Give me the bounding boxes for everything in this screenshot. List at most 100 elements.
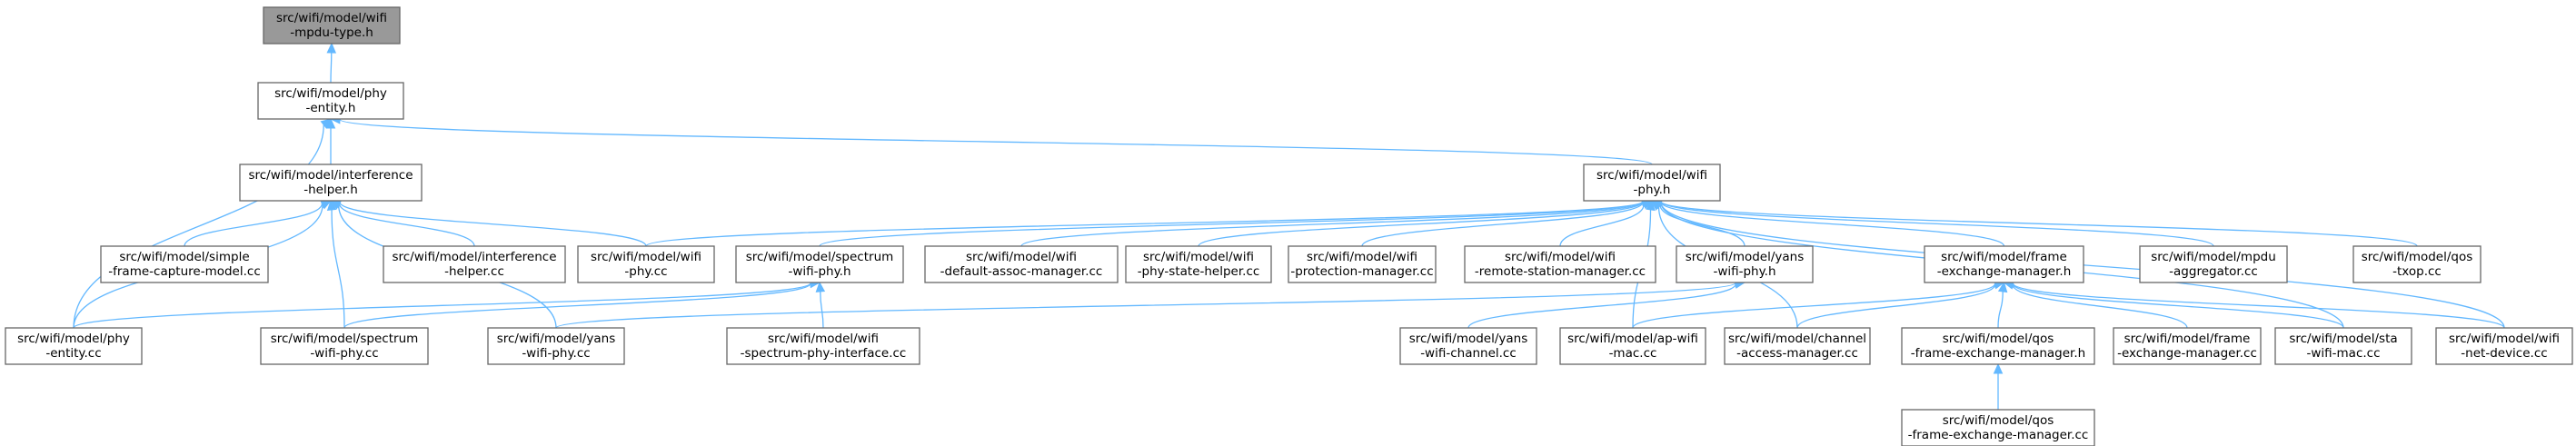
node-label-line: src/wifi/model/wifi — [768, 332, 879, 346]
dependency-edge — [819, 200, 1644, 247]
node-box — [726, 327, 920, 365]
node-label-line: src/wifi/model/frame — [2124, 332, 2251, 346]
edge-arrowhead — [1646, 199, 1656, 212]
graph-node-net-device[interactable]: src/wifi/model/wifi-net-device.cc — [2435, 327, 2573, 365]
graph-node-remote-station[interactable]: src/wifi/model/wifi-remote-station-manag… — [1464, 245, 1656, 283]
graph-node-spectrum-iface[interactable]: src/wifi/model/wifi-spectrum-phy-interfa… — [726, 327, 920, 365]
graph-node-qos-txop[interactable]: src/wifi/model/qos-txop.cc — [2352, 245, 2482, 283]
node-label-line: -aggregator.cc — [2169, 264, 2258, 279]
node-label-line: -wifi-channel.cc — [1420, 346, 1517, 361]
node-label-line: src/wifi/model/yans — [497, 332, 616, 346]
graph-node-default-assoc[interactable]: src/wifi/model/wifi-default-assoc-manage… — [924, 245, 1119, 283]
graph-node-wifi-phy-cc[interactable]: src/wifi/model/wifi-phy.cc — [577, 245, 715, 283]
edge-arrowhead — [1993, 362, 2004, 374]
dependency-edge — [1198, 201, 1644, 247]
node-label-line: src/wifi/model/wifi — [1143, 250, 1254, 264]
graph-node-fem-h[interactable]: src/wifi/model/frame-exchange-manager.h — [1924, 245, 2084, 283]
dependency-edge — [1660, 201, 2214, 247]
edge-arrowhead — [320, 118, 332, 129]
node-label-line: -wifi-phy.h — [1713, 264, 1775, 279]
node-label-line: src/wifi/model/wifi — [1505, 250, 1616, 264]
graph-node-interference-cc[interactable]: src/wifi/model/interference-helper.cc — [383, 245, 566, 283]
node-label-line: src/wifi/model/sta — [2289, 332, 2397, 346]
node-label-line: -default-assoc-manager.cc — [940, 264, 1103, 279]
graph-node-fem-cc[interactable]: src/wifi/model/frame-exchange-manager.cc — [2113, 327, 2262, 365]
graph-node-channel-access[interactable]: src/wifi/model/channel-access-manager.cc — [1724, 327, 1871, 365]
node-box — [735, 245, 904, 283]
node-label-line: -mac.cc — [1609, 346, 1657, 361]
graph-node-phy-state-helper[interactable]: src/wifi/model/wifi-phy-state-helper.cc — [1125, 245, 1272, 283]
node-label-line: src/wifi/model/interference — [248, 168, 413, 183]
dependency-edge — [645, 200, 1644, 247]
graph-node-root: src/wifi/model/wifi-mpdu-type.h — [263, 6, 401, 45]
dependency-edge — [339, 118, 1653, 165]
node-label-line: -entity.h — [306, 101, 356, 115]
graph-node-sta-wifi-mac[interactable]: src/wifi/model/sta-wifi-mac.cc — [2274, 327, 2412, 365]
node-label-line: src/wifi/model/frame — [1941, 250, 2067, 264]
node-label-line: src/wifi/model/spectrum — [746, 250, 894, 264]
graph-node-qos-fem-cc[interactable]: src/wifi/model/qos-frame-exchange-manage… — [1901, 409, 2095, 446]
node-box — [239, 164, 423, 202]
node-label-line: -frame-capture-model.cc — [108, 264, 261, 279]
graph-node-wifi-phy-h[interactable]: src/wifi/model/wifi-phy.h — [1583, 164, 1721, 202]
dependency-edge — [330, 52, 333, 84]
node-label-line: -phy.cc — [624, 264, 667, 279]
node-label-line: -net-device.cc — [2461, 346, 2547, 361]
graph-node-mpdu-agg[interactable]: src/wifi/model/mpdu-aggregator.cc — [2139, 245, 2288, 283]
node-box — [577, 245, 715, 283]
dependency-edge — [73, 124, 324, 329]
graph-node-qos-fem-h[interactable]: src/wifi/model/qos-frame-exchange-manage… — [1901, 327, 2095, 365]
dependency-edge — [1632, 282, 1996, 329]
node-box — [2274, 327, 2412, 365]
node-label-line: src/wifi/model/yans — [1409, 332, 1528, 346]
dependency-edge — [820, 291, 824, 329]
node-box — [263, 6, 401, 45]
node-box — [1901, 327, 2095, 365]
node-label-line: -frame-exchange-manager.h — [1911, 346, 2085, 361]
node-label-line: -helper.h — [303, 183, 358, 197]
node-box — [1583, 164, 1721, 202]
node-box — [1288, 245, 1437, 283]
node-box — [100, 245, 269, 283]
node-label-line: src/wifi/model/yans — [1686, 250, 1805, 264]
graph-node-simple-frame[interactable]: src/wifi/model/simple-frame-capture-mode… — [100, 245, 269, 283]
graph-node-protection-mgr[interactable]: src/wifi/model/wifi-protection-manager.c… — [1288, 245, 1437, 283]
edge-arrowhead — [326, 199, 337, 212]
node-box — [1559, 327, 1706, 365]
dependency-edge — [2012, 283, 2344, 329]
node-label-line: src/wifi/model/phy — [274, 86, 387, 101]
node-label-line: -mpdu-type.h — [290, 25, 373, 40]
graph-node-spectrum-cc[interactable]: src/wifi/model/spectrum-wifi-phy.cc — [260, 327, 429, 365]
node-box — [1724, 327, 1871, 365]
node-label-line: -phy.h — [1634, 183, 1671, 197]
node-label-line: -phy-state-helper.cc — [1138, 264, 1260, 279]
dependency-edge — [2012, 282, 2505, 329]
node-label-line: src/wifi/model/wifi — [966, 250, 1077, 264]
graph-node-yans-channel[interactable]: src/wifi/model/yans-wifi-channel.cc — [1399, 327, 1537, 365]
node-label-line: -wifi-phy.cc — [522, 346, 590, 361]
graph-node-yans-cc[interactable]: src/wifi/model/yans-wifi-phy.cc — [487, 327, 625, 365]
node-box — [487, 327, 625, 365]
node-label-line: -exchange-manager.cc — [2117, 346, 2257, 361]
graph-node-interference-h[interactable]: src/wifi/model/interference-helper.h — [239, 164, 423, 202]
node-box — [1125, 245, 1272, 283]
graph-node-phy-entity-cc[interactable]: src/wifi/model/phy-entity.cc — [5, 327, 143, 365]
graph-node-spectrum-h[interactable]: src/wifi/model/spectrum-wifi-phy.h — [735, 245, 904, 283]
node-box — [1901, 409, 2095, 446]
graph-node-yans-h[interactable]: src/wifi/model/yans-wifi-phy.h — [1676, 245, 1814, 283]
node-label-line: -exchange-manager.h — [1937, 264, 2072, 279]
nodes: src/wifi/model/wifi-mpdu-type.hsrc/wifi/… — [5, 6, 2573, 446]
dependency-edge — [339, 202, 647, 247]
dependency-edge — [184, 203, 323, 247]
node-label-line: src/wifi/model/spectrum — [271, 332, 419, 346]
graph-node-phy-entity-h[interactable]: src/wifi/model/phy-entity.h — [257, 82, 404, 120]
node-label-line: -wifi-phy.h — [788, 264, 850, 279]
dependency-edge — [1660, 201, 2418, 247]
dependency-edge — [1660, 201, 2005, 247]
dependency-edge — [2012, 284, 2188, 329]
node-label-line: src/wifi/model/wifi — [276, 11, 387, 25]
graph-node-ap-wifi-mac[interactable]: src/wifi/model/ap-wifi-mac.cc — [1559, 327, 1706, 365]
node-label-line: -frame-exchange-manager.cc — [1908, 428, 2089, 442]
dependency-edge — [331, 209, 345, 329]
node-box — [1676, 245, 1814, 283]
